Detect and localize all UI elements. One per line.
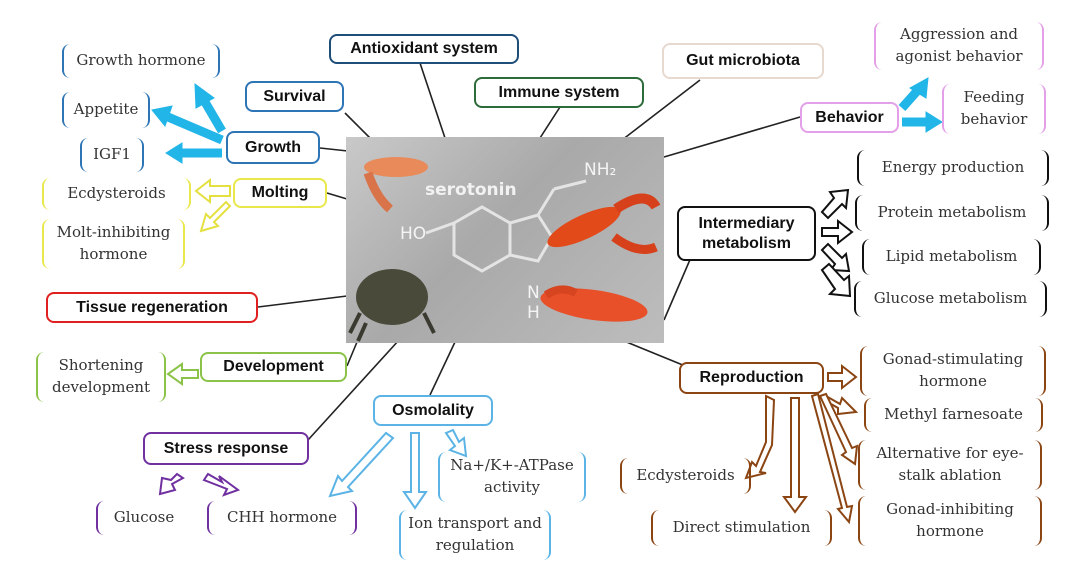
- leaf-chh-hormone: CHH hormone: [207, 501, 357, 535]
- hub-growth: Growth: [226, 131, 320, 164]
- lobster-graphic-1: [547, 193, 661, 254]
- leaf-shortening-development: Shortening development: [36, 352, 166, 402]
- connector-tissue: [257, 295, 348, 308]
- crayfish-graphic: [540, 285, 648, 322]
- metabolism-arrow-4: [820, 262, 852, 298]
- leaf-eye-stalk-ablation: Alternative for eye-stalk ablation: [858, 440, 1042, 490]
- connector-gut: [621, 79, 701, 141]
- leaf-gonad-stimulating-hormone: Gonad-stimulating hormone: [860, 346, 1046, 396]
- hub-behavior: Behavior: [800, 102, 899, 133]
- connector-behavior: [663, 116, 801, 158]
- n-label: N: [527, 283, 540, 303]
- stress-arrow-1: [158, 472, 185, 496]
- osmolality-arrow-1: [328, 431, 395, 498]
- hub-reproduction: Reproduction: [679, 362, 824, 394]
- leaf-growth-hormone: Growth hormone: [62, 44, 220, 78]
- hub-antioxidant-system: Antioxidant system: [329, 34, 519, 64]
- growth-arrow-head-2: [151, 105, 173, 128]
- growth-arrow-head-1: [194, 82, 215, 109]
- connector-antioxidant: [419, 62, 446, 139]
- metabolism-arrow-1: [820, 188, 850, 220]
- connector-survival: [344, 112, 373, 141]
- leaf-ion-transport: Ion transport and regulation: [399, 510, 551, 560]
- leaf-igf1: IGF1: [80, 138, 144, 172]
- connector-development: [346, 341, 358, 367]
- growth-arrow-shaft-2: [166, 112, 224, 145]
- osmolality-arrow-2: [402, 432, 428, 510]
- metabolism-arrow-2: [821, 218, 854, 246]
- growth-arrow-head-3: [165, 142, 183, 164]
- hub-survival: Survival: [245, 81, 344, 112]
- hub-tissue-regeneration: Tissue regeneration: [46, 292, 258, 323]
- connector-metabolism: [663, 254, 693, 321]
- growth-arrow-shaft-1: [201, 99, 226, 134]
- leaf-energy-production: Energy production: [857, 150, 1049, 186]
- connector-osmolality: [429, 341, 456, 396]
- molting-arrow-2: [199, 200, 232, 233]
- hub-stress-response: Stress response: [143, 432, 309, 465]
- leaf-ecdysteroids-reproduction: Ecdysteroids: [620, 458, 751, 494]
- leaf-gonad-inhibiting-hormone: Gonad-inhibiting hormone: [858, 496, 1042, 546]
- stress-arrow-2: [202, 472, 241, 497]
- leaf-feeding-behavior: Feeding behavior: [942, 84, 1046, 134]
- leaf-appetite: Appetite: [62, 92, 150, 128]
- leaf-ecdysteroids-molting: Ecdysteroids: [42, 178, 191, 210]
- repro-arrow-direct: [782, 397, 808, 514]
- leaf-glucose-metabolism: Glucose metabolism: [854, 281, 1047, 317]
- behavior-arrow-head-2: [925, 111, 943, 133]
- behavior-arrow-shaft-1: [898, 87, 922, 111]
- hub-immune-system: Immune system: [474, 77, 644, 108]
- leaf-aggression-behavior: Aggression and agonist behavior: [874, 22, 1044, 70]
- nh2-label: NH₂: [584, 160, 617, 180]
- ho-label: HO: [400, 224, 427, 244]
- connector-immune: [539, 106, 561, 139]
- shrimp-graphic: [363, 157, 428, 213]
- hub-molting: Molting: [233, 178, 327, 208]
- crab-graphic: [348, 269, 436, 342]
- connector-stress: [307, 339, 400, 441]
- serotonin-center-image: [346, 137, 664, 343]
- repro-arrow-gsh: [827, 363, 858, 391]
- hub-osmolality: Osmolality: [373, 395, 493, 426]
- hub-development: Development: [200, 352, 347, 382]
- repro-arrow-gih: [810, 392, 854, 525]
- repro-arrow-eyestalk: [818, 392, 859, 466]
- leaf-methyl-farnesoate: Methyl farnesoate: [864, 398, 1043, 432]
- leaf-direct-stimulation: Direct stimulation: [651, 510, 832, 546]
- serotonin-label: serotonin: [425, 180, 517, 200]
- leaf-molt-inhibiting-hormone: Molt-inhibiting hormone: [42, 219, 185, 269]
- leaf-glucose: Glucose: [96, 501, 190, 535]
- leaf-atpase-activity: Na+/K+-ATPase activity: [438, 452, 586, 502]
- leaf-lipid-metabolism: Lipid metabolism: [862, 239, 1041, 275]
- hub-gut-microbiota: Gut microbiota: [662, 43, 824, 79]
- molting-arrow-1: [194, 177, 231, 205]
- h-label: H: [527, 303, 540, 323]
- behavior-arrow-head-1: [909, 77, 929, 99]
- hub-intermediary-metabolism: Intermediary metabolism: [677, 206, 816, 261]
- repro-arrow-ecdysteroids: [744, 394, 776, 480]
- serotonin-molecule-graphic: [348, 157, 661, 342]
- leaf-protein-metabolism: Protein metabolism: [855, 195, 1049, 231]
- development-arrow: [166, 362, 199, 386]
- osmolality-arrow-3: [444, 428, 468, 458]
- metabolism-arrow-3: [820, 242, 851, 273]
